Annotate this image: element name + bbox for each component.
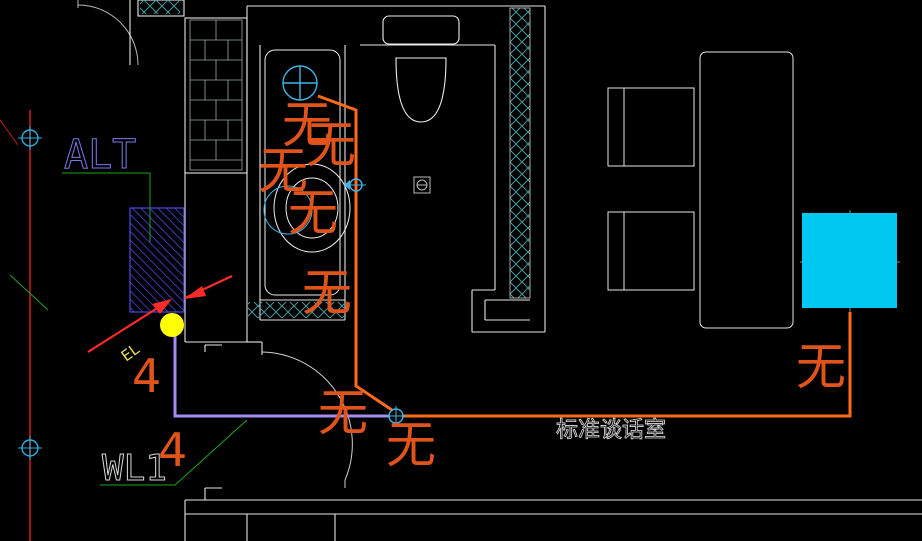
riser-node [160,313,184,337]
count-labels: 44 [132,349,187,477]
none-marker-label: 无 [306,116,356,174]
red-arrow-icon [87,275,233,353]
partition-hatch [140,0,180,14]
door-swing-top [77,0,139,66]
brick-column [189,19,243,171]
none-marker-label: 无 [302,264,352,322]
room-label: 标准谈话室 [556,418,666,443]
valve-icon [344,178,366,192]
partition-hatch [248,302,344,318]
count-label: 4 [132,349,161,403]
pipe-purple [173,326,390,418]
sink-fixture [263,49,351,296]
walls [137,0,922,541]
door-swing-bottom [261,351,353,488]
floor-drain-icon [413,176,431,194]
count-label: 4 [158,423,187,477]
axis-lines [0,110,49,541]
valve-icon [386,406,406,426]
none-marker-label: 无 [258,142,308,200]
shower-head-icon [282,65,318,101]
none-marker-label: 无 [282,96,332,154]
pipe-shaft-hatch [129,207,185,313]
none-marker-label: 无 [318,384,368,442]
pipe-orange [317,94,852,418]
none-marker-label: 无 [796,338,846,396]
none-marker-label: 无 [386,416,436,474]
equipment-cyan [802,213,897,308]
none-marker-label: 无 [288,184,338,242]
toilet-fixture [382,15,460,123]
alt-label: ALT [64,132,136,178]
wl-label: WL1 [102,448,167,489]
partition-hatch [509,7,531,299]
leader-lines [62,172,248,486]
